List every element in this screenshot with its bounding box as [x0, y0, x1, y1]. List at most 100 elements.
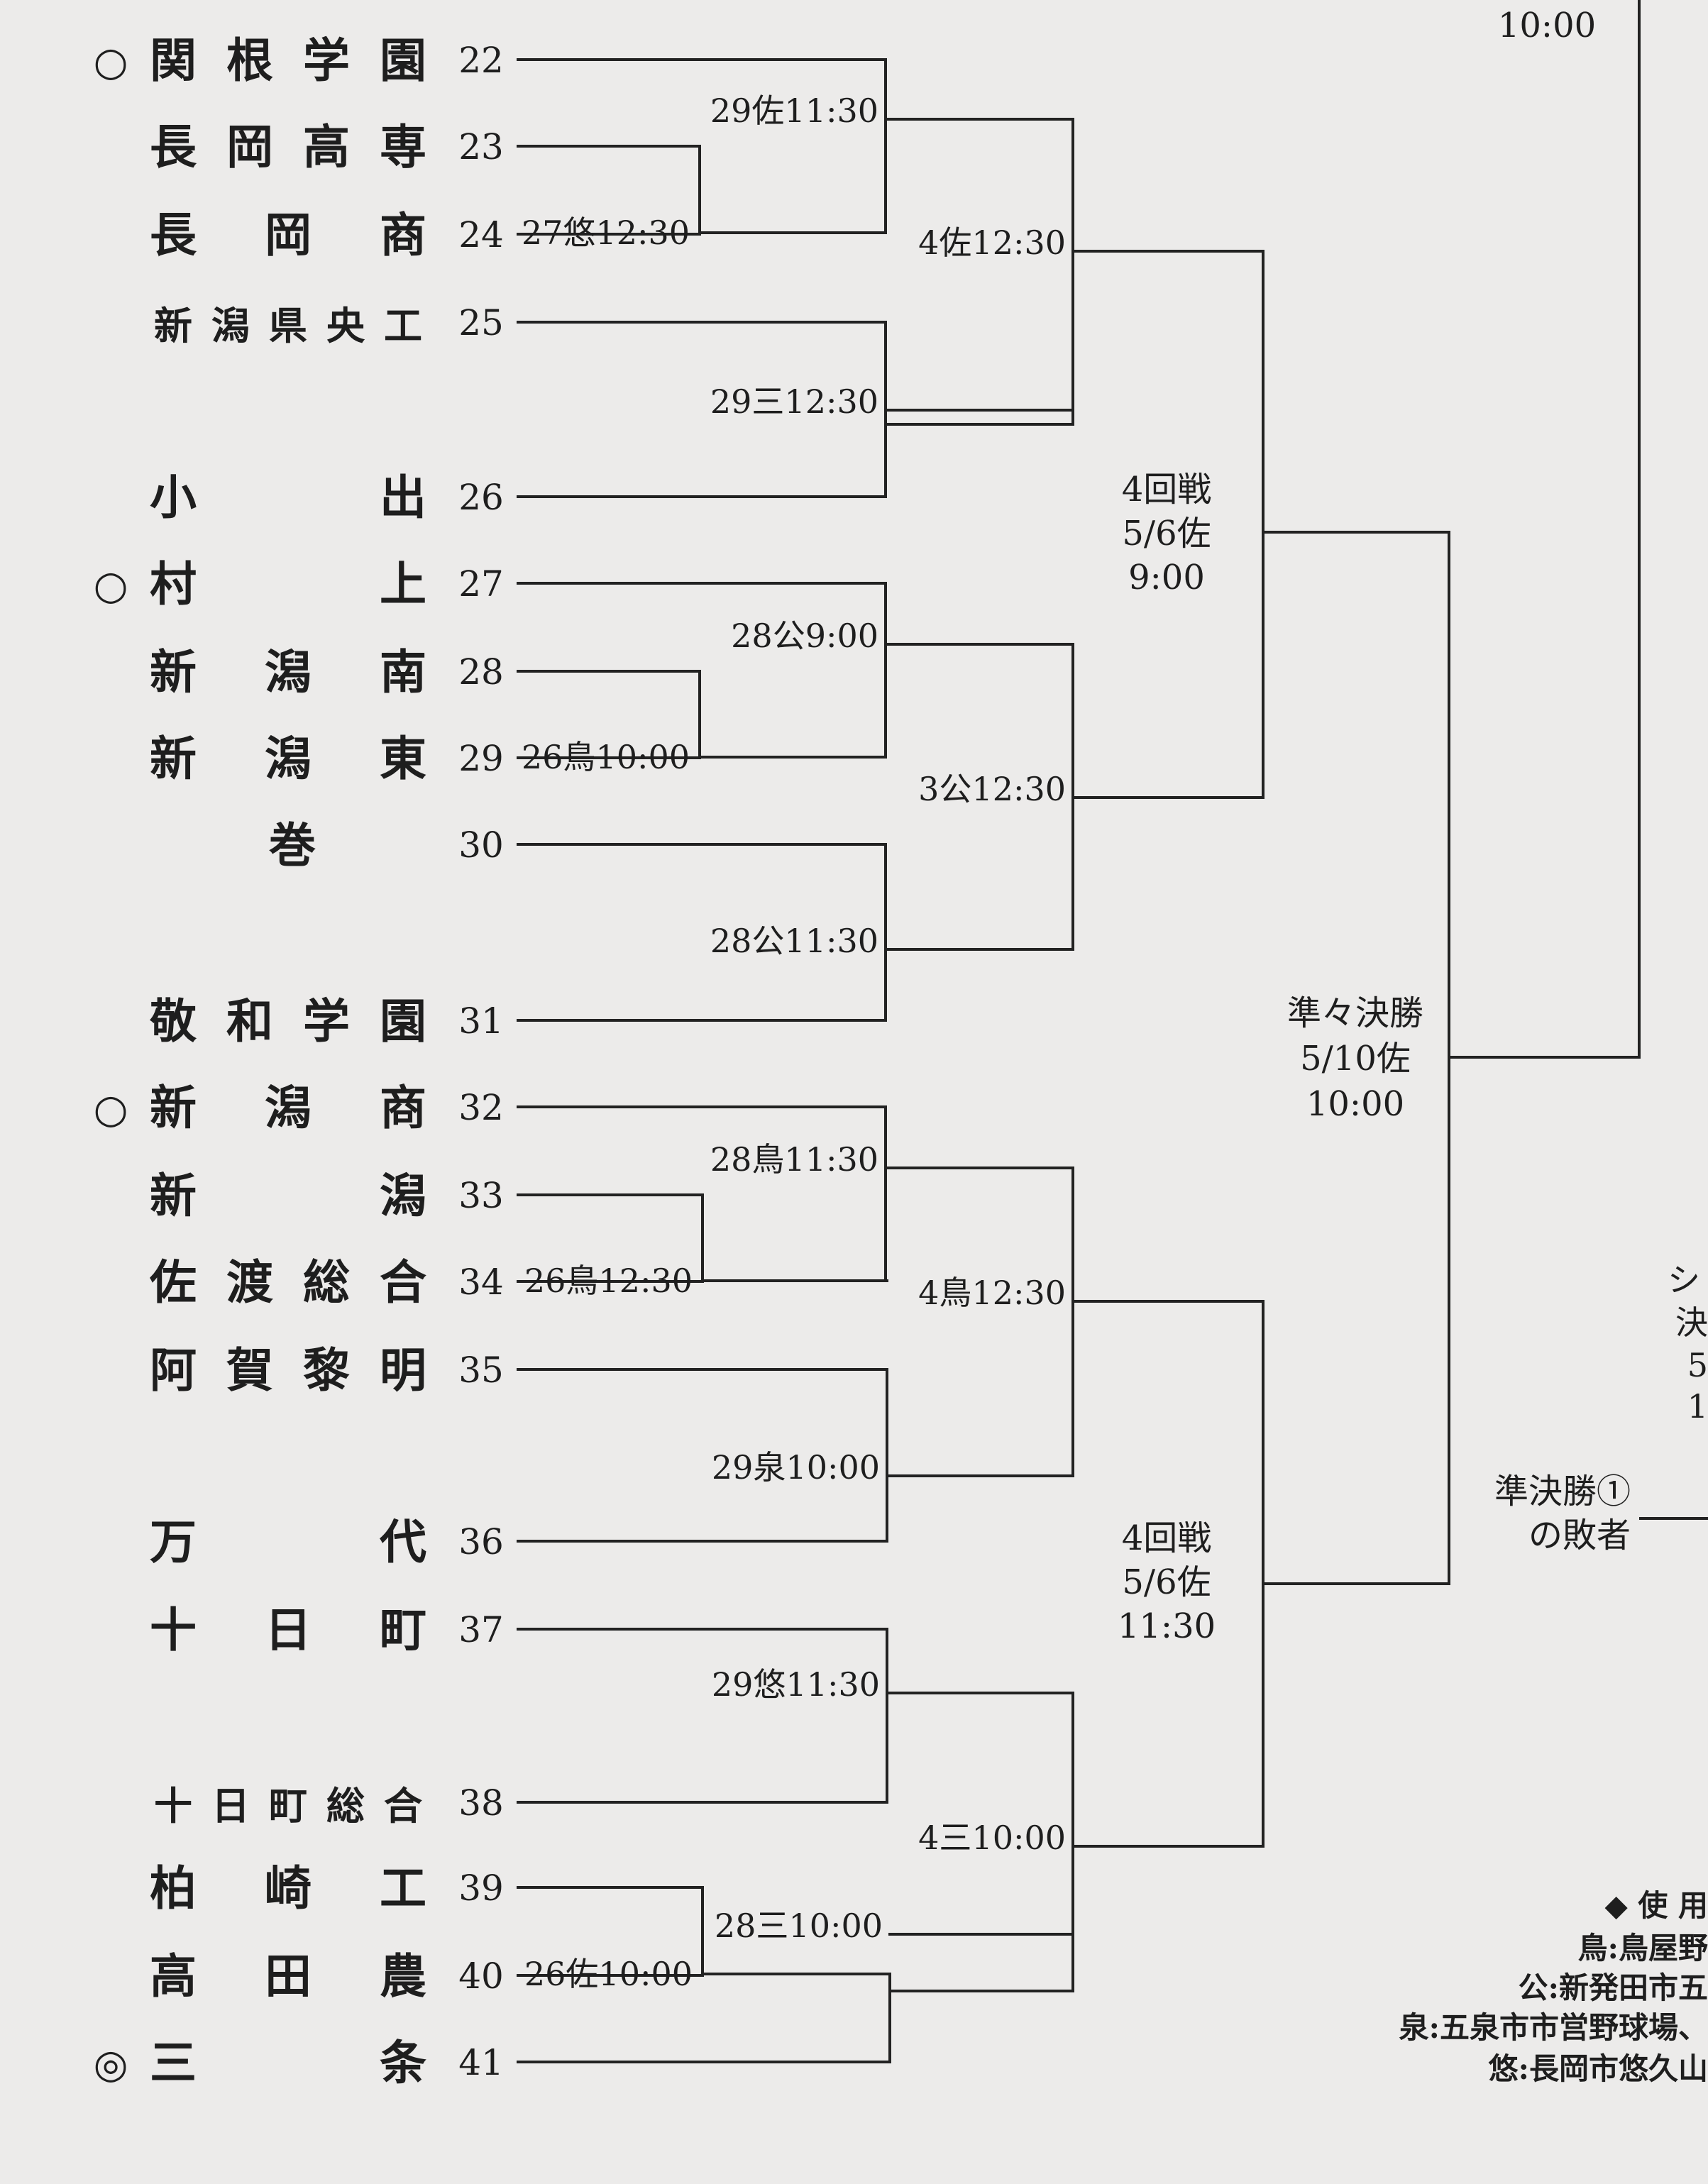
team-name-char: 南 [380, 644, 426, 700]
seed-mark: ○ [94, 39, 128, 85]
match-label-m22: 29佐11:30 [710, 92, 878, 130]
team-name-char: 専 [380, 119, 426, 175]
team-name-char: 十 [150, 1602, 197, 1658]
match-label-m30-31: 28公11:30 [710, 922, 878, 960]
team-name-char: 潟 [265, 731, 312, 786]
team-name-char: 総 [326, 1783, 365, 1829]
side-fragment: シ [1668, 1261, 1700, 1299]
match-label-m37-38: 29悠11:30 [712, 1665, 880, 1704]
team-name-char: 万 [150, 1514, 197, 1570]
team-name-char: 関 [150, 33, 197, 88]
seed-mark: ◎ [94, 2041, 128, 2088]
team-name-char: 敬 [149, 993, 197, 1049]
team-name-char: 新 [150, 1080, 197, 1135]
team-name-char: 巻 [269, 817, 316, 873]
match-label-m35-36: 29泉10:00 [712, 1448, 880, 1487]
team-number: 36 [458, 1521, 504, 1562]
round4-top-label: 5/6佐 [1122, 514, 1211, 553]
team-name-char: 条 [380, 2035, 426, 2090]
team-name-char: 商 [380, 1080, 426, 1135]
team-number: 38 [458, 1782, 504, 1824]
team-name-char: 渡 [226, 1254, 273, 1310]
team-name-char: 十 [154, 1783, 192, 1829]
team-number: 28 [458, 651, 504, 693]
team-name-char: 高 [150, 1948, 197, 2004]
team-name-char: 岡 [226, 119, 273, 175]
side-fragment: 1 [1687, 1387, 1708, 1425]
team-number: 24 [458, 214, 504, 255]
team-name-char: 佐 [149, 1254, 197, 1310]
team-name-char: 和 [226, 993, 273, 1049]
match-label-m33-34: 26鳥12:30 [524, 1262, 693, 1300]
team-name-char: 田 [265, 1948, 312, 2004]
team-name-char: 村 [150, 556, 197, 612]
match-label-m41: 28三10:00 [715, 1907, 883, 1945]
match-label-m28-29: 26鳥10:00 [522, 738, 690, 776]
team-number: 39 [458, 1868, 504, 1909]
team-number: 30 [458, 824, 504, 866]
team-number: 40 [458, 1956, 504, 1997]
side-fragment: 5 [1687, 1346, 1708, 1384]
round4-bottom-label: 4回戦 [1122, 1518, 1212, 1558]
team-number: 35 [458, 1350, 504, 1391]
team-name-char: 日 [211, 1783, 250, 1829]
side-fragment: 決 [1675, 1303, 1708, 1342]
team-name-char: 潟 [265, 644, 312, 700]
team-name-char: 明 [380, 1342, 426, 1398]
team-name-char: 日 [265, 1602, 312, 1658]
team-name-char: 学 [303, 33, 350, 88]
match-label-r3b: 3公12:30 [918, 770, 1066, 808]
team-name-char: 賀 [226, 1342, 273, 1398]
team-number: 23 [458, 126, 504, 167]
legend-line: 公:新発田市五 [1518, 1970, 1708, 2005]
team-name-char: 合 [380, 1254, 426, 1310]
team-name-char: 長 [150, 207, 197, 263]
match-label-m27: 28公9:00 [731, 617, 878, 655]
legend-line: 悠:長岡市悠久山 [1488, 2051, 1708, 2086]
team-name-char: 潟 [211, 303, 250, 348]
top-time-label: 10:00 [1498, 6, 1596, 45]
match-label-r3c: 4鳥12:30 [918, 1274, 1066, 1312]
match-label-m32: 28鳥11:30 [710, 1140, 878, 1179]
round4-top-label: 4回戦 [1122, 470, 1212, 509]
team-name-char: 央 [326, 303, 365, 348]
team-name-char: 合 [384, 1783, 422, 1829]
semifinal-loser-label: 準決勝① [1494, 1472, 1631, 1511]
match-label-r3d: 4三10:00 [918, 1819, 1066, 1857]
team-number: 41 [458, 2042, 504, 2083]
team-name-char: 新 [150, 731, 197, 786]
team-name-char: 園 [380, 33, 426, 88]
team-name-char: 柏 [150, 1860, 197, 1916]
team-name-char: 崎 [265, 1860, 312, 1916]
team-name-char: 出 [380, 470, 426, 525]
team-number: 22 [458, 40, 504, 81]
team-name-char: 新 [150, 1168, 197, 1223]
match-label-r3a: 4佐12:30 [918, 224, 1066, 262]
quarterfinal-label: 準々決勝 [1287, 993, 1423, 1033]
team-number: 34 [458, 1262, 504, 1303]
quarterfinal-label: 10:00 [1306, 1084, 1404, 1124]
team-name-char: 岡 [265, 207, 312, 263]
team-name-char: 学 [303, 993, 350, 1049]
team-name-char: 県 [269, 303, 307, 348]
semifinal-loser-label: の敗者 [1528, 1516, 1631, 1555]
team-name-char: 根 [226, 33, 273, 88]
team-name-char: 新 [150, 644, 197, 700]
team-name-char: 阿 [150, 1342, 197, 1398]
team-name-char: 小 [150, 470, 197, 525]
match-label-m39-40: 26佐10:00 [524, 1955, 693, 1993]
legend-line: 泉:五泉市市営野球場、 [1399, 2010, 1708, 2045]
team-name-char: 長 [150, 119, 197, 175]
team-name-char: 三 [150, 2035, 197, 2090]
team-number: 31 [458, 1000, 504, 1042]
team-number: 26 [458, 477, 504, 518]
team-number: 32 [458, 1087, 504, 1128]
team-number: 33 [458, 1175, 504, 1216]
round4-bottom-label: 11:30 [1118, 1606, 1216, 1646]
team-name-char: 上 [380, 556, 426, 612]
team-name-char: 町 [380, 1602, 426, 1658]
team-name-char: 新 [154, 303, 192, 348]
team-number: 25 [458, 302, 504, 343]
round4-top-label: 9:00 [1128, 558, 1205, 597]
